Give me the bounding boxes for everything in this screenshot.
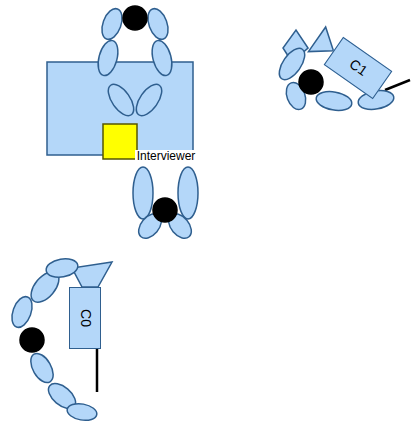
camera-operator	[274, 30, 410, 113]
camera-label: C0	[77, 309, 92, 327]
object-on-table	[103, 124, 137, 159]
interviewer-person	[133, 167, 198, 243]
camera-lens	[308, 27, 333, 52]
camera-box: C1	[324, 37, 393, 99]
seated-person	[95, 6, 176, 120]
camera-box: C0	[69, 287, 101, 349]
camera-operator	[8, 256, 112, 422]
role-label: Interviewer	[135, 150, 198, 163]
camera-label: C1	[346, 57, 369, 80]
